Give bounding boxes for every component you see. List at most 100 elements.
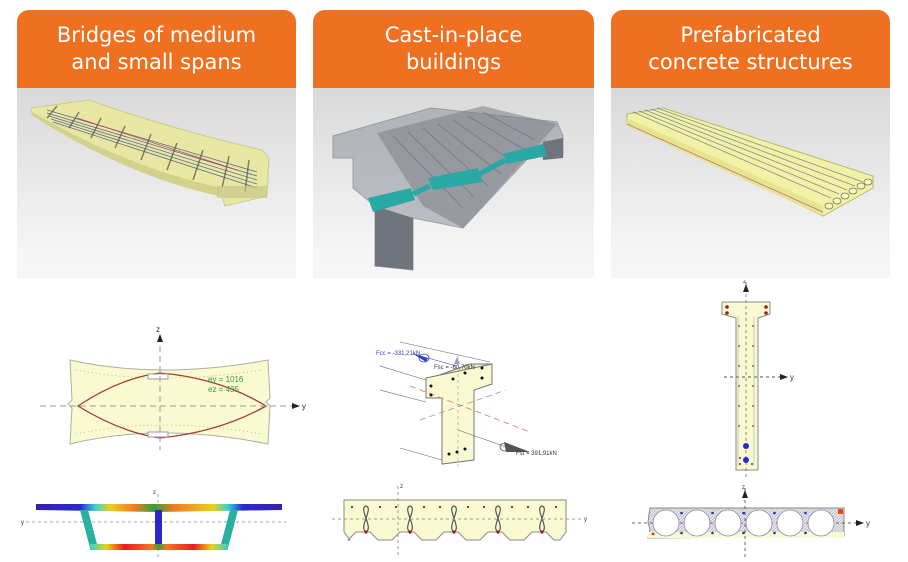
bridge-cross-section-icon: z y ey = 1016 ez = 435 [40,325,306,450]
rebar-dot [752,425,754,427]
bridge-deck-icon [30,99,270,207]
header-line: Bridges of medium [56,23,257,47]
strand-dot [773,511,776,515]
header-line: Cast-in-place [384,23,523,47]
t-beam-3d-icon: Fcc = -331,21kN Fsc = -60,70kN Fst = 391… [376,341,557,470]
rebar-dot [496,530,500,534]
strand-dot [711,511,714,515]
header-line: concrete structures [648,50,853,74]
ey-label: ey = 1016 [208,375,244,384]
rebar-dot [739,457,741,459]
rebar-dot [764,311,768,315]
axis-z-label: z [743,280,746,285]
rebar-dot [764,305,768,309]
axis-y-label: y [866,519,870,528]
stress-map-icon: z y [21,490,286,560]
ez-label: ez = 435 [208,385,239,394]
rebar-dot [751,463,753,465]
axis-y-label: y [302,402,306,411]
rebar-dot [526,505,530,509]
building-3d-render [313,88,594,278]
fsc-label: Fsc = -60,70kN [434,365,475,371]
void-circle [683,509,711,537]
rebar-dot [752,405,754,407]
rebar-dot [466,505,470,509]
rebar-dot [752,385,754,387]
y-axis-arrow-icon [856,520,864,526]
force-arrow-icon [412,353,428,362]
rebar-dot [739,463,741,465]
rebar-dot [725,305,729,309]
precast-t-beam-diagram: z y [620,280,900,480]
rebar-dot [752,345,754,347]
bridge-section-diagram: z y ey = 1016 ez = 435 [30,320,310,450]
axis-y-label: y [584,517,587,523]
rebar-dot [725,311,729,315]
column-header: Cast-in-place buildings [313,10,594,88]
y-axis-arrow-icon [292,403,300,409]
bridge-3d-render [17,88,296,278]
ribbed-slab-diagram: y z [320,480,600,560]
rebar-dot [422,505,426,509]
force-arrow-icon [504,442,530,452]
header-line: and small spans [71,50,242,74]
rebar-dot [752,325,754,327]
header-line: Prefabricated [680,23,821,47]
rebar-dot [752,365,754,367]
fcc-label: Fcc = -331,21kN [376,351,420,357]
void-circle [776,509,804,537]
void-circle [745,509,773,537]
void-circle [652,509,680,537]
rebar-dot [350,505,354,509]
strand-dot [680,511,683,515]
strand-dot [804,531,807,535]
hollow-core-section-icon: z y [632,485,870,558]
rebar-dot [554,505,558,509]
z-axis-arrow-icon [157,334,163,342]
axis-z-label: z [153,490,156,496]
rebar-dot [738,405,740,407]
y-axis-arrow-icon [780,374,788,380]
rebar-dot [364,530,368,534]
rebar-dot [738,425,740,427]
axis-z-label: z [742,485,745,491]
void-circle [807,509,835,537]
strand-dot [742,511,745,515]
strand-dot [711,531,714,535]
axis-y-label: y [790,373,794,382]
force-arrow-icon [454,357,460,364]
rebar-dot [408,530,412,534]
rebar-dot [540,530,544,534]
precast-t-section-icon: z y [721,280,794,478]
strand-dot [804,511,807,515]
hollow-core-slab-diagram: z y [620,480,900,560]
axis-y-label: y [21,520,24,526]
rebar-dot [738,345,740,347]
fst-label: Fst = 391,91kN [516,451,557,457]
box-girder-stress-diagram: z y [20,480,300,560]
building-model-icon [332,106,564,271]
strand-dot [680,531,683,535]
rebar-dot [394,505,398,509]
axis-z-label: z [156,325,160,334]
void-circle [714,509,742,537]
header-line: buildings [405,50,502,74]
axis-z-label: z [400,484,403,490]
column-header: Bridges of medium and small spans [17,10,296,88]
hollow-core-3d-render [611,88,890,278]
column-header: Prefabricated concrete structures [611,10,890,88]
rebar-dot [738,365,740,367]
rebar-dot [482,505,486,509]
rebar-dot [738,325,740,327]
ribbed-slab-icon: y z [332,484,587,556]
z-axis-arrow-icon [743,284,749,292]
rebar-dot [510,505,514,509]
rebar-dot [438,505,442,509]
rebar-dot [738,385,740,387]
hollow-core-slab-icon [626,107,874,217]
z-axis-arrow-icon [742,490,748,498]
rebar-dot [378,505,382,509]
rebar-dot [452,530,456,534]
strand-dot [773,531,776,535]
t-beam-forces-diagram: Fcc = -331,21kN Fsc = -60,70kN Fst = 391… [330,320,580,470]
